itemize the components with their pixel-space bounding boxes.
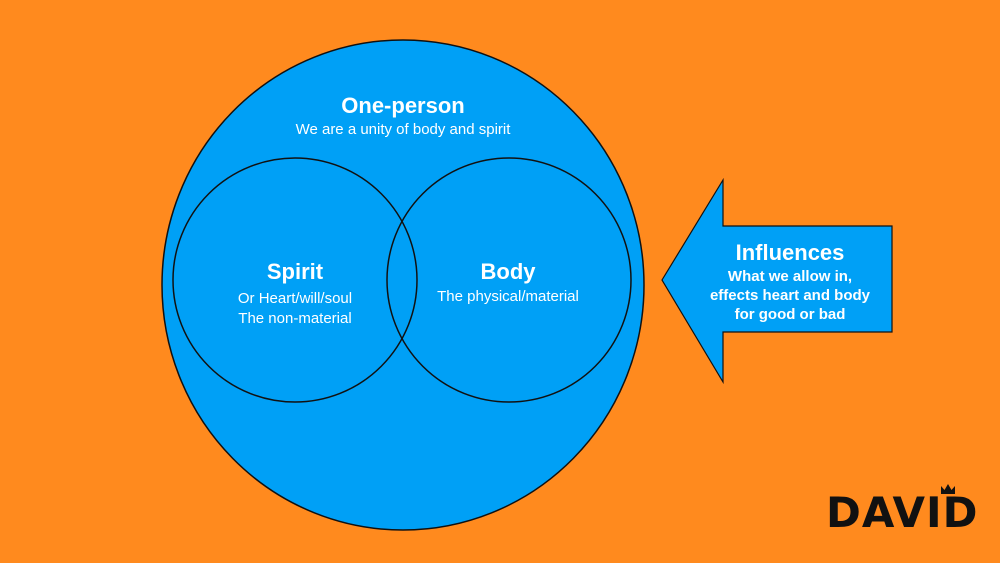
spirit-description-1: Or Heart/will/soul xyxy=(237,290,353,307)
body-circle xyxy=(386,157,632,403)
body-description: The physical/material xyxy=(437,288,579,305)
one-person-title: One-person xyxy=(341,93,465,118)
spirit-description-2: The non-material xyxy=(238,310,352,327)
influences-description-3: for good or bad xyxy=(734,306,846,323)
influences-description-1: What we allow in, xyxy=(727,268,853,285)
body-title: Body xyxy=(480,259,536,284)
influences-arrow xyxy=(661,177,893,385)
influences-title: Influences xyxy=(735,240,845,265)
spirit-title: Spirit xyxy=(266,259,324,284)
david-logo: DAVID xyxy=(826,488,979,537)
crown-icon xyxy=(941,484,955,494)
spirit-circle xyxy=(172,157,418,403)
one-person-subtitle: We are a unity of body and spirit xyxy=(295,121,511,138)
influences-description-2: effects heart and body xyxy=(709,287,871,304)
one-person-circle xyxy=(161,39,645,531)
